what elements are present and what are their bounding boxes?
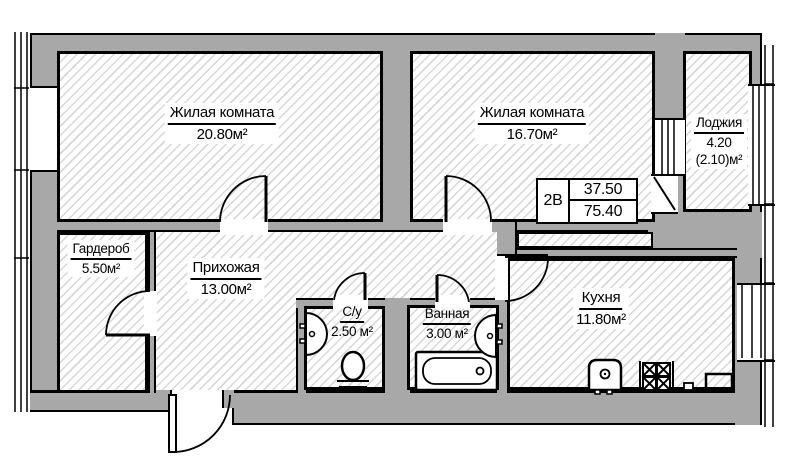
- room-name: С/у: [340, 303, 364, 323]
- entrance-jamb-right: [222, 390, 234, 408]
- unit-living-area: 37.50: [570, 180, 636, 201]
- room-name: Кухня: [579, 288, 623, 310]
- window-left: [30, 86, 57, 172]
- doorway-kitchen: [495, 256, 508, 300]
- room-label-living1: Жилая комната 20.80м²: [164, 103, 280, 144]
- room-label-living2: Жилая комната 16.70м²: [474, 103, 590, 144]
- room-area: 20.80м²: [196, 125, 248, 143]
- room-label-bathroom: Ванная 3.00 м²: [420, 305, 474, 342]
- room-label-kitchen: Кухня 11.80м²: [573, 288, 629, 329]
- wall-wc-bath-divider: [385, 298, 410, 393]
- wall-top: [30, 33, 762, 51]
- wall-wc-left: [296, 308, 306, 393]
- room-label-wc: С/у 2.50 м²: [328, 303, 376, 340]
- room-name: Прихожая: [190, 258, 262, 280]
- room-area: 3.00 м²: [426, 325, 468, 341]
- window-loggia: [748, 84, 775, 206]
- room-hallway-lower: [156, 232, 296, 390]
- room-name: Лоджия: [693, 114, 745, 134]
- room-label-hallway: Прихожая 13.00м²: [187, 258, 265, 299]
- room-label-loggia: Лоджия 4.20 (2.10)м²: [690, 114, 748, 169]
- room-name: Гардероб: [70, 240, 132, 260]
- wall-wardrobe-divider-upper: [148, 232, 156, 291]
- window-kitchen: [737, 283, 775, 362]
- room-name: Жилая комната: [477, 103, 587, 125]
- wall-bottom-left: [30, 390, 170, 412]
- room-area: 11.80м²: [576, 310, 626, 328]
- wall-hallway-top: [57, 222, 655, 232]
- doorway-living2: [443, 219, 492, 235]
- unit-type: 2В: [538, 180, 570, 222]
- window-living2-loggia: [655, 118, 685, 176]
- wall-bath-kitchen: [497, 298, 507, 393]
- room-area: 13.00м²: [200, 280, 252, 298]
- room-area: 4.20: [706, 134, 732, 150]
- wall-kitchen-top: [517, 248, 737, 258]
- room-area-note: (2.10)м²: [695, 152, 743, 168]
- wall-bottom: [232, 390, 762, 425]
- doorway-wardrobe: [144, 291, 157, 336]
- wall-wardrobe-divider-lower: [148, 336, 156, 393]
- wall-between-living-rooms: [383, 51, 410, 232]
- unit-info-box: 2В 37.50 75.40: [536, 178, 638, 224]
- room-name: Жилая комната: [167, 103, 277, 125]
- facade-rail-left-icon: [14, 32, 29, 412]
- room-label-wardrobe: Гардероб 5.50м²: [67, 240, 135, 278]
- room-name: Ванная: [422, 305, 472, 325]
- room-area: 16.70м²: [506, 125, 558, 143]
- niche-strip: [517, 232, 653, 248]
- room-area: 2.50 м²: [331, 323, 373, 339]
- doorway-living1: [220, 219, 268, 235]
- door-balcony: [651, 174, 678, 214]
- entrance-door-leaf: [168, 394, 177, 453]
- room-area: 5.50м²: [81, 260, 121, 276]
- unit-total-area: 75.40: [583, 202, 623, 220]
